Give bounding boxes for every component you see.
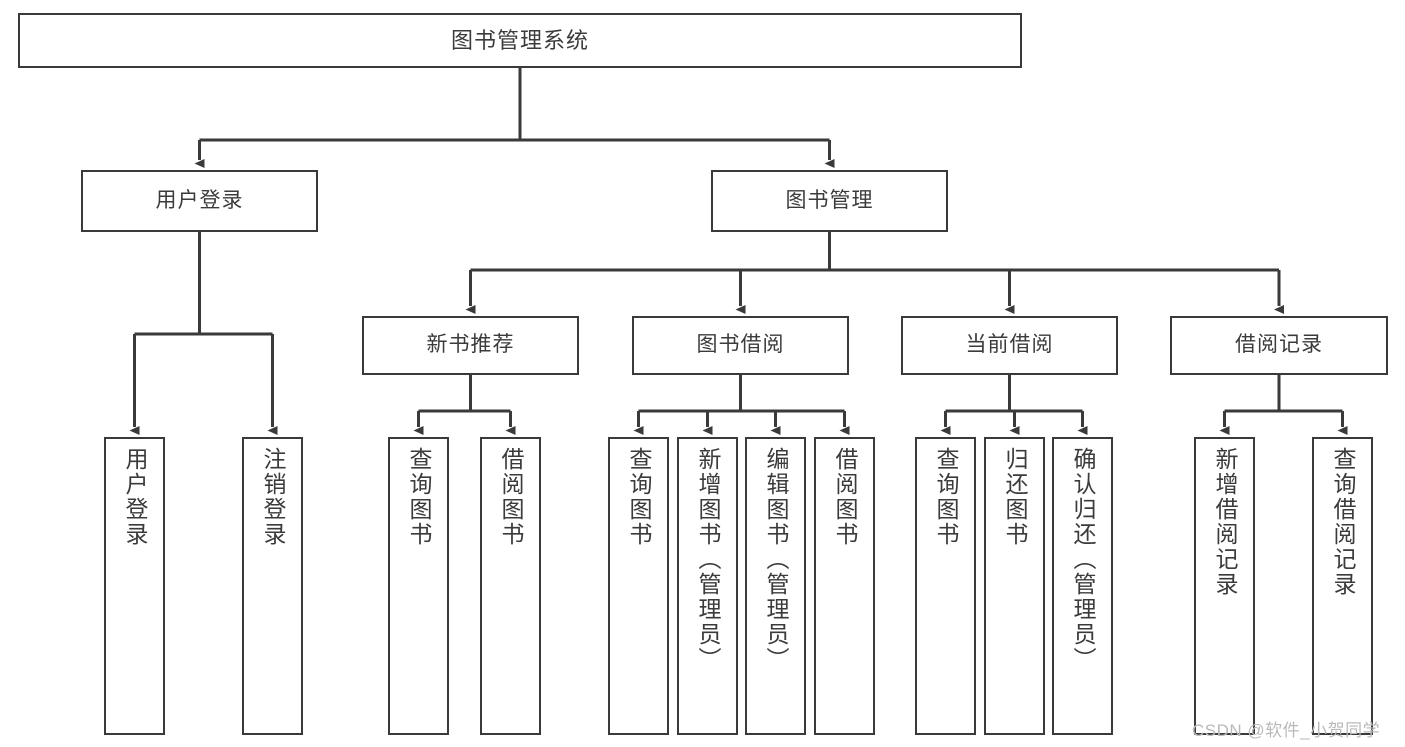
node-leaf-add-book-label: 新增图书（管理员） [695,447,721,672]
node-new-book-recommend[interactable]: 新书推荐 [362,316,579,375]
node-leaf-add-record[interactable]: 新增借阅记录 [1194,437,1255,735]
node-leaf-query-record[interactable]: 查询借阅记录 [1312,437,1373,735]
node-leaf-query-book-3[interactable]: 查询图书 [915,437,976,735]
csdn-watermark: CSDN @软件_小贺同学 [1192,721,1381,740]
node-system-root-label: 图书管理系统 [450,27,589,53]
node-book-borrow-label: 图书借阅 [696,333,785,357]
node-leaf-user-login-label: 用户登录 [122,447,148,547]
node-leaf-borrow-book-2[interactable]: 借阅图书 [814,437,875,735]
node-current-borrow-label: 当前借阅 [965,333,1054,357]
node-leaf-return-book-label: 归还图书 [1002,447,1028,547]
node-leaf-query-book-1[interactable]: 查询图书 [388,437,449,735]
node-leaf-edit-book[interactable]: 编辑图书（管理员） [745,437,806,735]
node-book-borrow[interactable]: 图书借阅 [632,316,849,375]
node-leaf-add-book[interactable]: 新增图书（管理员） [677,437,738,735]
node-book-management[interactable]: 图书管理 [711,170,948,232]
node-leaf-query-book-2-label: 查询图书 [626,447,652,547]
node-leaf-query-book-1-label: 查询图书 [406,447,432,547]
node-leaf-borrow-book-1-label: 借阅图书 [498,447,524,547]
node-leaf-query-book-3-label: 查询图书 [933,447,959,547]
node-system-root[interactable]: 图书管理系统 [18,13,1022,68]
node-leaf-query-record-label: 查询借阅记录 [1330,447,1356,597]
node-current-borrow[interactable]: 当前借阅 [901,316,1118,375]
node-user-login-label: 用户登录 [155,188,244,212]
node-leaf-confirm-return[interactable]: 确认归还（管理员） [1052,437,1113,735]
node-leaf-add-record-label: 新增借阅记录 [1212,447,1238,597]
node-leaf-user-logout-label: 注销登录 [260,447,286,547]
node-leaf-confirm-return-label: 确认归还（管理员） [1070,447,1096,672]
node-leaf-query-book-2[interactable]: 查询图书 [608,437,669,735]
node-new-book-recommend-label: 新书推荐 [426,333,515,357]
node-leaf-edit-book-label: 编辑图书（管理员） [763,447,789,672]
node-leaf-borrow-book-1[interactable]: 借阅图书 [480,437,541,735]
node-user-login[interactable]: 用户登录 [81,170,318,232]
node-leaf-borrow-book-2-label: 借阅图书 [832,447,858,547]
node-borrow-record-label: 借阅记录 [1235,333,1323,357]
node-book-management-label: 图书管理 [785,188,874,212]
node-borrow-record[interactable]: 借阅记录 [1170,316,1388,375]
node-leaf-user-login[interactable]: 用户登录 [104,437,165,735]
node-leaf-user-logout[interactable]: 注销登录 [242,437,303,735]
node-leaf-return-book[interactable]: 归还图书 [984,437,1045,735]
